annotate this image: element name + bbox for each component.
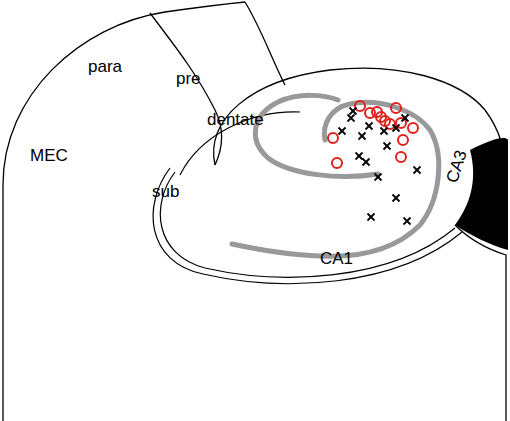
x-marker — [366, 123, 373, 130]
x-marker — [384, 143, 391, 150]
x-marker — [414, 167, 421, 174]
x-marker — [393, 125, 400, 132]
x-marker — [348, 115, 355, 122]
x-marker — [375, 174, 382, 181]
x-marker — [356, 153, 363, 160]
x-marker — [393, 195, 400, 202]
x-marker — [363, 159, 370, 166]
x-marker — [384, 143, 391, 150]
x-markers — [339, 108, 421, 225]
x-marker — [393, 125, 400, 132]
x-marker — [414, 167, 421, 174]
outer-outline — [455, 225, 506, 421]
granule-layer — [255, 95, 378, 176]
x-marker — [375, 174, 382, 181]
region-label: CA1 — [320, 250, 353, 267]
x-marker — [393, 195, 400, 202]
region-label: pre — [176, 70, 201, 87]
x-marker — [356, 153, 363, 160]
x-marker — [359, 133, 366, 140]
region-label: MEC — [30, 147, 68, 164]
region-boundary — [150, 13, 221, 165]
outer-outline — [3, 2, 245, 421]
x-marker — [404, 218, 411, 225]
x-marker — [381, 128, 388, 135]
region-boundary — [245, 2, 285, 85]
x-marker — [368, 214, 375, 221]
x-marker — [339, 128, 346, 135]
x-marker — [350, 108, 357, 115]
x-marker — [402, 115, 409, 122]
x-marker — [359, 133, 366, 140]
region-label: para — [88, 58, 122, 75]
x-marker — [402, 115, 409, 122]
x-marker — [366, 123, 373, 130]
red-circle-markers — [328, 101, 418, 168]
x-marker — [381, 128, 388, 135]
x-marker — [348, 115, 355, 122]
x-marker — [350, 108, 357, 115]
x-marker — [404, 218, 411, 225]
region-label: sub — [152, 183, 179, 200]
x-marker — [363, 159, 370, 166]
region-label: dentate — [207, 111, 264, 128]
alveus-line — [160, 172, 455, 277]
x-marker — [368, 214, 375, 221]
region-label: CA3 — [443, 148, 469, 185]
x-marker — [339, 128, 346, 135]
